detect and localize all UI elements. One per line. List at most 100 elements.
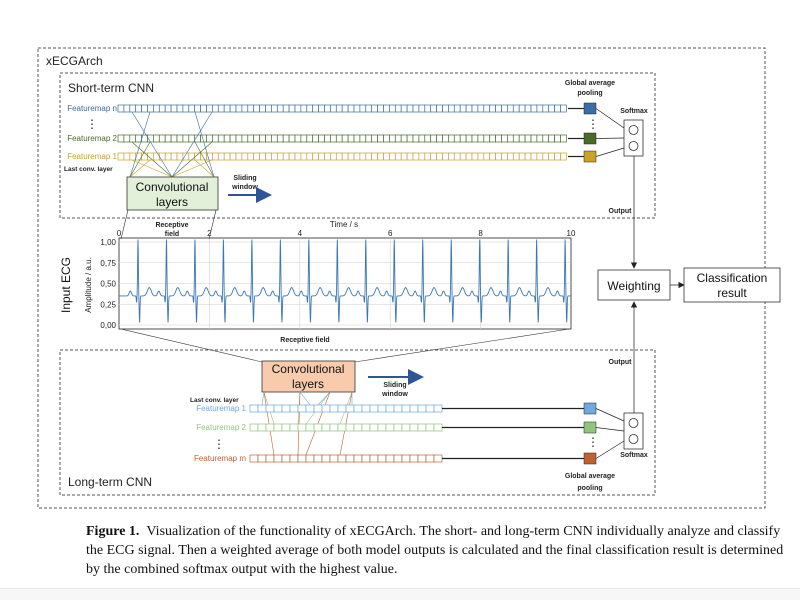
- feature-cell: [253, 152, 260, 161]
- feature-cell: [530, 134, 538, 143]
- feature-cell: [297, 454, 307, 463]
- lt-output: Output: [609, 359, 633, 366]
- feature-cell: [361, 423, 371, 432]
- feature-cell: [542, 134, 550, 143]
- feature-cell: [412, 104, 420, 113]
- feature-cell: [206, 104, 213, 113]
- st-conv-line2: layers: [156, 195, 188, 209]
- feature-cell: [465, 104, 473, 113]
- feature-cell: [335, 134, 343, 143]
- lt-receptive-line: [299, 391, 311, 406]
- feature-cell: [371, 134, 378, 143]
- feature-cell: [459, 152, 467, 161]
- feature-cell: [141, 152, 148, 161]
- feature-cell: [548, 134, 555, 143]
- feature-cell: [212, 104, 219, 113]
- feature-cell: [371, 104, 378, 113]
- feature-cell: [394, 104, 402, 113]
- feature-cell: [417, 454, 427, 463]
- lt-gap-dots: ⋮: [587, 435, 599, 449]
- feature-cell: [271, 152, 278, 161]
- feature-cell: [321, 423, 331, 432]
- feature-cell: [347, 134, 355, 143]
- lt-softmax-node-1: [628, 418, 639, 428]
- feature-cell: [377, 104, 384, 113]
- feature-cell: [294, 134, 302, 143]
- feature-cell: [530, 152, 538, 161]
- lt-featuremap-2: [249, 423, 443, 432]
- feature-cell: [123, 152, 131, 161]
- feature-cell: [306, 134, 314, 143]
- feature-cell: [182, 104, 190, 113]
- feature-cell: [188, 104, 196, 113]
- feature-cell: [359, 152, 367, 161]
- feature-cell: [448, 104, 455, 113]
- feature-cell: [194, 104, 201, 113]
- caption-text: Visualization of the functionality of xE…: [86, 524, 784, 577]
- feature-cell: [318, 104, 325, 113]
- feature-cell: [400, 152, 408, 161]
- feature-cell: [135, 104, 142, 113]
- feature-cell: [147, 104, 154, 113]
- feature-cell: [409, 404, 419, 413]
- feature-cell: [249, 423, 259, 432]
- feature-cell: [483, 134, 491, 143]
- feature-cell: [412, 134, 420, 143]
- feature-cell: [170, 104, 178, 113]
- lt-receptive-line: [339, 391, 353, 456]
- feature-cell: [471, 152, 479, 161]
- y-tick-label: 0,50: [100, 280, 116, 289]
- feature-cell: [389, 134, 396, 143]
- short-term-gap-nodes: [568, 102, 625, 163]
- feature-cell: [385, 423, 395, 432]
- feature-cell: [217, 152, 225, 161]
- st-conv-to-ecg-left: [120, 209, 129, 240]
- feature-cell: [249, 454, 259, 463]
- feature-cell: [495, 152, 502, 161]
- bottom-strip: [0, 589, 800, 600]
- feature-cell: [321, 404, 331, 413]
- feature-cell: [129, 152, 137, 161]
- st-featuremap-3-label: Featuremap 1: [67, 152, 117, 161]
- feature-cell: [345, 454, 355, 463]
- feature-cell: [341, 152, 349, 161]
- feature-cell: [259, 134, 266, 143]
- feature-cell: [306, 152, 314, 161]
- feature-cell: [321, 454, 331, 463]
- figure-caption: Figure 1. Visualization of the functiona…: [86, 522, 786, 579]
- feature-cell: [300, 134, 308, 143]
- feature-cell: [393, 454, 403, 463]
- st-softmax: Softmax: [620, 108, 648, 115]
- feature-cell: [400, 104, 408, 113]
- lt-receptive-line: [263, 391, 275, 456]
- feature-cell: [223, 134, 231, 143]
- feature-cell: [281, 423, 291, 432]
- feature-cell: [406, 152, 414, 161]
- feature-cell: [371, 152, 378, 161]
- feature-cell: [288, 134, 296, 143]
- feature-cell: [347, 152, 355, 161]
- feature-cell: [554, 152, 561, 161]
- feature-cell: [430, 104, 437, 113]
- st-featuremap-3: [117, 152, 567, 161]
- feature-cell: [276, 152, 284, 161]
- feature-cell: [337, 404, 347, 413]
- feature-cell: [117, 134, 125, 143]
- feature-cell: [330, 104, 337, 113]
- feature-cell: [501, 152, 508, 161]
- feature-cell: [265, 134, 272, 143]
- feature-cell: [229, 134, 237, 143]
- feature-cell: [305, 454, 315, 463]
- feature-cell: [123, 134, 131, 143]
- feature-cell: [489, 104, 496, 113]
- feature-cell: [418, 134, 426, 143]
- feature-cell: [312, 134, 319, 143]
- feature-cell: [436, 104, 443, 113]
- st-receptive-line: [171, 111, 213, 178]
- feature-cell: [176, 152, 184, 161]
- lt-featuremap-2-label: Featuremap 2: [196, 423, 246, 432]
- feature-cell: [353, 423, 363, 432]
- x-tick-label: 2: [207, 229, 212, 238]
- lt-conv-line2: layers: [292, 377, 324, 391]
- feature-cell: [257, 423, 267, 432]
